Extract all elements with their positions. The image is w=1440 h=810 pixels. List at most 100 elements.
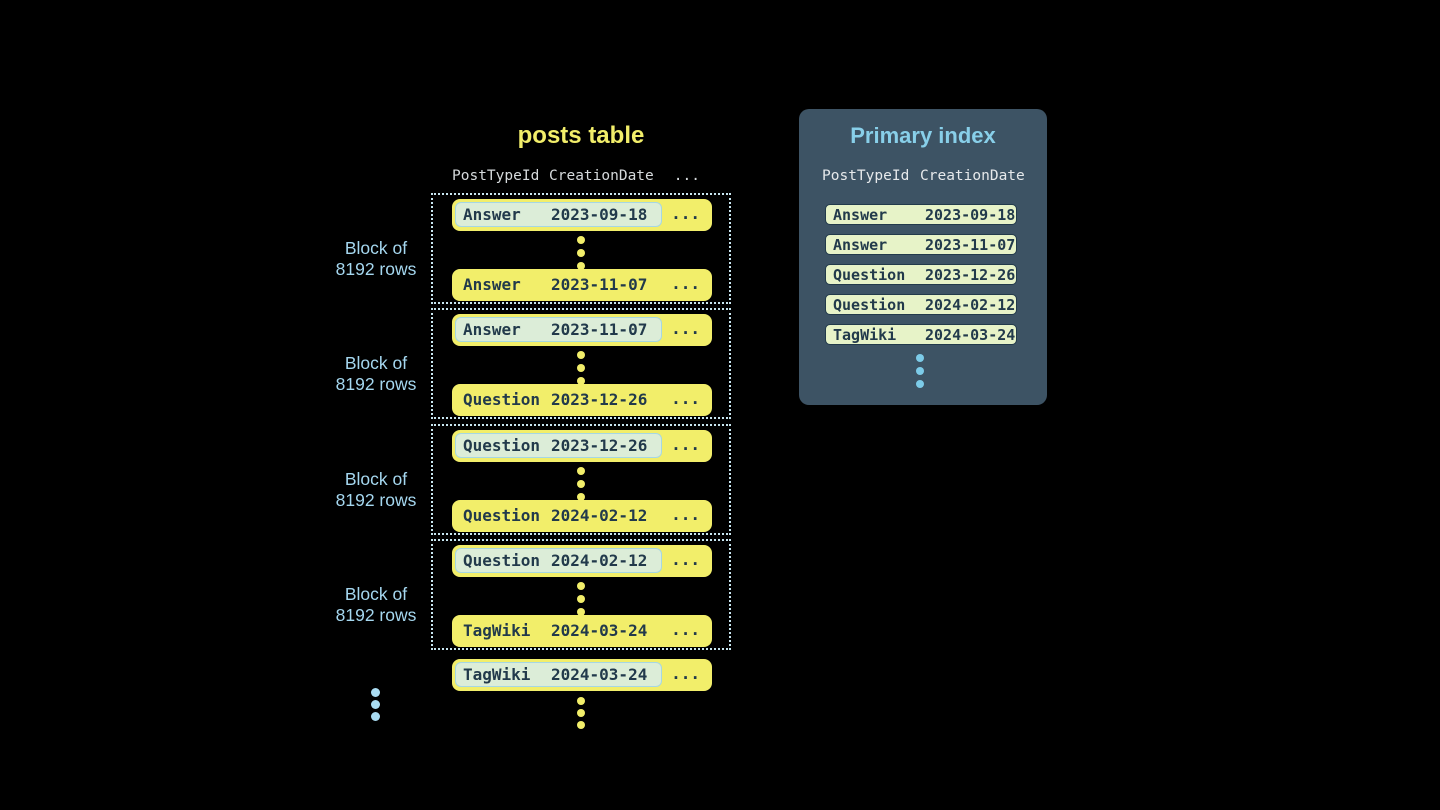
row-more-ellipsis: ...: [671, 664, 700, 683]
index-col-posttypeid: PostTypeId: [822, 168, 910, 184]
index-entry: TagWiki 2024-03-24: [825, 324, 1017, 345]
row-more-ellipsis: ...: [671, 274, 700, 293]
table-row: Question 2023-12-26 ...: [452, 384, 712, 416]
row-more-ellipsis: ...: [671, 389, 700, 408]
block-label-line2: 8192 rows: [335, 605, 417, 625]
row-posttypeid: Answer: [463, 275, 521, 294]
table-row: Question 2023-12-26 ...: [452, 430, 712, 462]
table-row: TagWiki 2024-03-24 ...: [452, 615, 712, 647]
index-creationdate: 2024-02-12: [925, 295, 1016, 314]
more-blocks-dot: [371, 700, 380, 709]
index-creationdate: 2023-12-26: [925, 265, 1016, 284]
index-entry: Answer 2023-11-07: [825, 234, 1017, 255]
posts-col-creationdate: CreationDate: [549, 168, 654, 184]
more-entries-dot: [916, 380, 924, 388]
row-key-highlight: Answer 2023-11-07: [455, 317, 662, 342]
table-row: Question 2024-02-12 ...: [452, 545, 712, 577]
row-creationdate: 2023-11-07: [551, 320, 648, 339]
rows-omitted-dot: [577, 709, 585, 717]
rows-omitted-dot: [577, 467, 585, 475]
index-entry: Answer 2023-09-18: [825, 204, 1017, 225]
row-posttypeid: TagWiki: [463, 665, 531, 684]
rows-omitted-dot: [577, 582, 585, 590]
row-creationdate: 2023-11-07: [551, 275, 648, 294]
block-label-3: Block of 8192 rows: [300, 469, 452, 511]
row-posttypeid: Answer: [463, 205, 521, 224]
block-outline-4: [431, 539, 731, 650]
rows-omitted-dot: [577, 262, 585, 270]
row-creationdate: 2023-12-26: [551, 390, 648, 409]
block-label-line2: 8192 rows: [335, 374, 417, 394]
row-more-ellipsis: ...: [671, 435, 700, 454]
posts-col-more-ellipsis: ...: [673, 168, 700, 184]
row-cells: Answer 2023-11-07: [455, 272, 662, 297]
block-outline-2: [431, 308, 731, 419]
row-posttypeid: Question: [463, 390, 541, 409]
posts-table-title: posts table: [517, 122, 645, 149]
row-creationdate: 2024-03-24: [551, 621, 648, 640]
rows-omitted-dot: [577, 595, 585, 603]
row-more-ellipsis: ...: [671, 550, 700, 569]
row-key-highlight: Question 2024-02-12: [455, 548, 662, 573]
posts-table-column-headers: PostTypeId CreationDate ...: [452, 166, 712, 186]
index-posttypeid: TagWiki: [833, 325, 897, 344]
index-posttypeid: Answer: [833, 205, 888, 224]
rows-omitted-dot: [577, 608, 585, 616]
rows-omitted-dot: [577, 351, 585, 359]
more-blocks-dot: [371, 712, 380, 721]
row-more-ellipsis: ...: [671, 620, 700, 639]
row-more-ellipsis: ...: [671, 319, 700, 338]
rows-omitted-dot: [577, 480, 585, 488]
block-label-line1: Block of: [344, 469, 408, 489]
index-col-creationdate: CreationDate: [920, 168, 1025, 184]
row-creationdate: 2024-02-12: [551, 506, 648, 525]
row-key-highlight: Question 2023-12-26: [455, 433, 662, 458]
row-posttypeid: Question: [463, 436, 541, 455]
index-creationdate: 2023-09-18: [925, 205, 1016, 224]
row-key-highlight: Answer 2023-09-18: [455, 202, 662, 227]
table-row: Answer 2023-11-07 ...: [452, 314, 712, 346]
row-creationdate: 2023-09-18: [551, 205, 648, 224]
row-creationdate: 2024-02-12: [551, 551, 648, 570]
posts-col-posttypeid: PostTypeId: [452, 168, 540, 184]
row-posttypeid: TagWiki: [463, 621, 531, 640]
primary-index-column-headers: PostTypeId CreationDate: [822, 168, 1032, 184]
rows-omitted-dot: [577, 697, 585, 705]
rows-omitted-dot: [577, 377, 585, 385]
table-row: Answer 2023-09-18 ...: [452, 199, 712, 231]
rows-omitted-dot: [577, 721, 585, 729]
block-label-line1: Block of: [344, 353, 408, 373]
block-outline-3: [431, 424, 731, 535]
row-more-ellipsis: ...: [671, 204, 700, 223]
index-entry: Question 2024-02-12: [825, 294, 1017, 315]
block-label-1: Block of 8192 rows: [300, 238, 452, 280]
row-cells: Question 2023-12-26: [455, 387, 662, 412]
row-key-highlight: TagWiki 2024-03-24: [455, 662, 662, 687]
row-posttypeid: Answer: [463, 320, 521, 339]
primary-index-title: Primary index: [850, 123, 996, 148]
more-blocks-dot: [371, 688, 380, 697]
row-cells: TagWiki 2024-03-24: [455, 618, 662, 643]
primary-index-panel: Primary index PostTypeId CreationDate An…: [799, 109, 1047, 405]
block-label-4: Block of 8192 rows: [300, 584, 452, 626]
more-entries-dot: [916, 367, 924, 375]
block-label-line1: Block of: [344, 238, 408, 258]
block-label-2: Block of 8192 rows: [300, 353, 452, 395]
row-posttypeid: Question: [463, 506, 541, 525]
index-posttypeid: Question: [833, 295, 906, 314]
table-row: TagWiki 2024-03-24 ...: [452, 659, 712, 691]
more-entries-dot: [916, 354, 924, 362]
rows-omitted-dot: [577, 249, 585, 257]
index-posttypeid: Question: [833, 265, 906, 284]
row-more-ellipsis: ...: [671, 505, 700, 524]
block-outline-1: [431, 193, 731, 304]
row-creationdate: 2023-12-26: [551, 436, 648, 455]
block-label-line1: Block of: [344, 584, 408, 604]
rows-omitted-dot: [577, 236, 585, 244]
table-row: Question 2024-02-12 ...: [452, 500, 712, 532]
index-creationdate: 2023-11-07: [925, 235, 1016, 254]
row-creationdate: 2024-03-24: [551, 665, 648, 684]
block-label-line2: 8192 rows: [335, 259, 417, 279]
block-label-line2: 8192 rows: [335, 490, 417, 510]
